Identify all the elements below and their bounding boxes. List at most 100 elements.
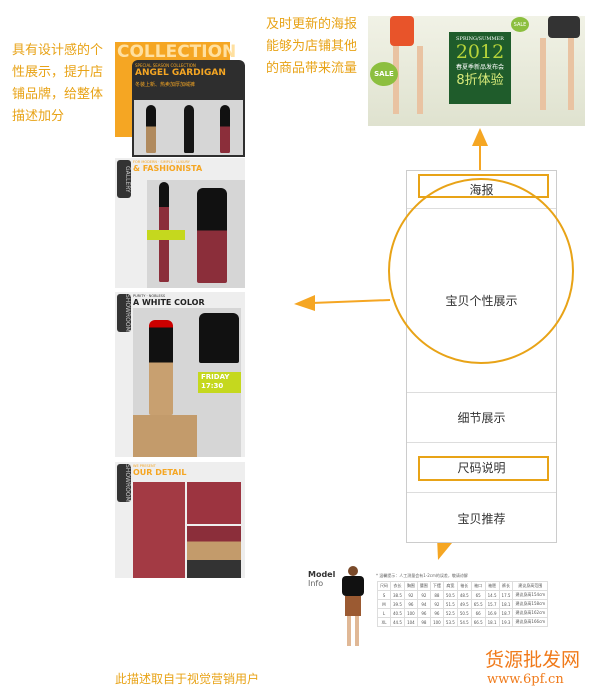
- poster-season: SPRING/SUMMER: [456, 36, 504, 42]
- table-cell: 66.5: [470, 617, 486, 627]
- badge-day: FRIDAY: [201, 373, 230, 381]
- arrow-up-head: [472, 128, 488, 146]
- table-cell: 袖长: [456, 581, 472, 591]
- table-cell: 48.5: [456, 590, 472, 600]
- table-cell: 65.5: [470, 599, 486, 609]
- collection-kicker: SPECIAL SEASON COLLECTION: [135, 63, 196, 68]
- table-cell: 17.5: [498, 590, 514, 600]
- poster-banner: SALE SALE SPRING/SUMMER 2012 春夏季新品发布会 8折…: [368, 16, 585, 126]
- table-cell: 92: [416, 590, 431, 600]
- table-cell: 38.5: [390, 590, 405, 600]
- table-cell: 98: [416, 617, 431, 627]
- model-dress: [390, 16, 414, 46]
- table-cell: 肩宽: [442, 581, 458, 591]
- watermark-url: www.6pf.cn: [487, 672, 564, 687]
- detail-photo-2: [187, 482, 241, 524]
- table-cell: 下摆: [429, 581, 444, 591]
- table-cell: M: [377, 599, 391, 609]
- collection-sub: 冬装上新、热卖加厚加绒裤: [135, 82, 196, 88]
- table-cell: 50.5: [456, 608, 472, 618]
- collection-title: ANGEL GARDIGAN: [135, 68, 226, 78]
- table-cell: 92: [429, 599, 444, 609]
- poster-discount: 8折体验: [456, 73, 504, 88]
- table-cell: 建议身高158cm: [512, 599, 549, 609]
- table-cell: 裤长: [498, 581, 514, 591]
- table-cell: 16.9: [484, 608, 500, 618]
- table-cell: 袖口: [470, 581, 486, 591]
- collection-card: SPECIAL SEASON COLLECTION ANGEL GARDIGAN…: [132, 60, 245, 157]
- poster-event: 春夏季新品发布会: [455, 64, 504, 71]
- highlight-circle: [388, 178, 574, 364]
- table-cell: 建议身高162cm: [512, 608, 549, 618]
- fashionista-kicker: FOR MODERN · SIMPLE · LUXURY: [133, 160, 190, 164]
- table-cell: 92: [403, 590, 418, 600]
- model-figure: [340, 566, 366, 646]
- table-cell: S: [377, 590, 391, 600]
- table-cell: 51.5: [442, 599, 458, 609]
- flow-label: 尺码说明: [457, 461, 506, 475]
- table-cell: 104: [403, 617, 418, 627]
- detail-title: OUR DETAIL: [133, 468, 187, 477]
- note-left: 具有设计感的个性展示，提升店铺品牌，给整体描述加分: [12, 43, 104, 124]
- sale-badge-small: SALE: [511, 17, 529, 32]
- poster-sign: SPRING/SUMMER 2012 春夏季新品发布会 8折体验: [449, 32, 511, 104]
- sale-badge: SALE: [370, 62, 398, 86]
- watermark-name: 货源批发网: [485, 649, 581, 671]
- note-bottom: 此描述取自于视觉营销用户: [115, 672, 260, 686]
- note-top-right: 及时更新的海报能够为店铺其他的商品带来流量: [266, 17, 358, 76]
- panel-white-color: SHOWROOM PURITY · NOBLESS A WHITE COLOR …: [115, 292, 245, 457]
- table-cell: 衣长: [390, 581, 405, 591]
- white-title: A WHITE COLOR: [133, 298, 205, 307]
- model-legs-right: [540, 38, 574, 110]
- table-cell: 44.5: [390, 617, 405, 627]
- collection-photo: [134, 100, 243, 155]
- table-cell: 胸围: [403, 581, 418, 591]
- table-cell: 尺码: [377, 581, 391, 591]
- table-header: 尺码衣长胸围腰围下摆肩宽袖长袖口袖肥裤长建议身高范围: [377, 581, 549, 591]
- white-kicker: PURITY · NOBLESS: [133, 294, 166, 298]
- table-cell: 15.7: [484, 599, 500, 609]
- model-info: Model Info: [308, 570, 335, 588]
- table-cell: 65: [470, 590, 486, 600]
- table-cell: 18.1: [498, 599, 514, 609]
- fashionista-photo: [147, 180, 245, 288]
- showroom-tab: SHOWROOM: [117, 294, 131, 332]
- fashionista-title: & FASHIONISTA: [133, 164, 203, 173]
- flow-row-recommend[interactable]: 宝贝推荐: [407, 493, 556, 543]
- table-cell: 40.5: [390, 608, 405, 618]
- table-cell: 96: [416, 608, 431, 618]
- table-cell: 建议身高166cm: [512, 617, 549, 627]
- table-cell: 100: [429, 617, 444, 627]
- table-cell: 96: [403, 599, 418, 609]
- poster-year: 2012: [455, 41, 505, 63]
- arrow-left-head: [294, 295, 315, 311]
- model-note: * 温馨提示：人工测量会有1-2cm的误差，敬请谅解: [376, 573, 468, 578]
- panel-collection: COLLECTION SPECIAL SEASON COLLECTION ANG…: [115, 42, 245, 157]
- table-cell: 49.5: [456, 599, 472, 609]
- flow-row-detail[interactable]: 细节展示: [407, 393, 556, 443]
- arrow-left: [311, 299, 391, 304]
- highlight-size: [418, 456, 549, 481]
- table-cell: 袖肥: [484, 581, 500, 591]
- gallery-tab: GALLERY: [117, 160, 131, 198]
- table-cell: 建议身高范围: [512, 581, 549, 591]
- table-cell: 88: [429, 590, 444, 600]
- table-cell: 53.5: [442, 617, 458, 627]
- table-cell: 建议身高154cm: [512, 590, 549, 600]
- detail-photo-1: [133, 482, 185, 578]
- detail-tab: SHOWROOM: [117, 464, 131, 502]
- panel-detail: SHOWROOM WE PRESENT OUR DETAIL: [115, 462, 245, 578]
- detail-kicker: WE PRESENT: [133, 464, 156, 468]
- model-subtitle: Info: [308, 579, 324, 588]
- table-cell: 14.5: [484, 590, 500, 600]
- table-cell: 18.7: [498, 608, 514, 618]
- table-cell: L: [377, 608, 391, 618]
- model-title: Model: [308, 570, 336, 579]
- flow-label: 宝贝推荐: [457, 511, 506, 526]
- flow-row-size[interactable]: 尺码说明: [407, 443, 556, 493]
